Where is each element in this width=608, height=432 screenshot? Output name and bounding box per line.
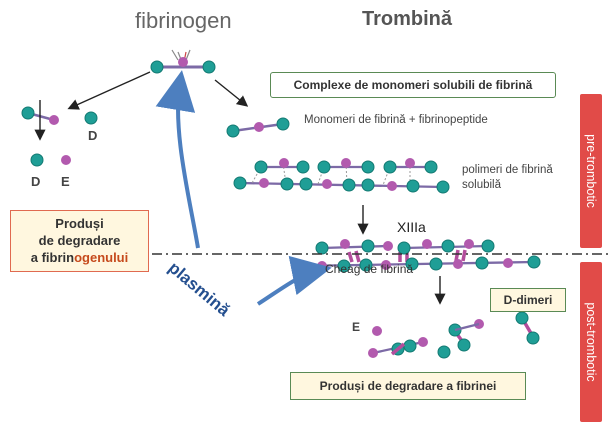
- box-d-dimers: D-dimeri: [490, 288, 566, 312]
- box-fibrin-degradation-products: Produși de degradare a fibrinei: [290, 372, 526, 400]
- box-soluble-monomer-complexes: Complexe de monomeri solubili de fibrină: [270, 72, 556, 98]
- arrow-to-monomers: [214, 79, 249, 107]
- label-factor-XIIIa: XIIIa: [397, 219, 426, 235]
- label-fibrin-clot: Cheag de fibrină: [325, 262, 414, 276]
- label-fragment-E-right: E: [352, 320, 361, 334]
- arrow-to-degradation: [67, 71, 151, 110]
- fgn-products-line3-prefix: a fibrin: [30, 250, 75, 265]
- fgn-products-line1: Produși: [55, 216, 104, 231]
- fibrin-fragments: [368, 311, 540, 359]
- label-fragment-D-bottom: D: [31, 174, 41, 189]
- fibrin-polymer-nodes: [233, 158, 450, 194]
- label-fragment-E-left: E: [61, 174, 70, 189]
- bar-post-label: post-trombotic: [584, 302, 598, 382]
- fibrin-monomer: [226, 117, 290, 138]
- fragment-DE-group: [21, 100, 98, 167]
- title-thrombin: Trombină: [362, 8, 453, 30]
- fibrinogen-molecule: [150, 49, 216, 74]
- label-fragment-D-top: D: [88, 128, 98, 143]
- bar-pre-label: pre-trombotic: [584, 134, 598, 208]
- label-fibrin-monomers: Monomeri de fibrină + fibrinopeptide: [304, 114, 488, 126]
- fgn-products-line3: a fibrinogenului: [11, 249, 148, 266]
- title-fibrinogen: fibrinogen: [135, 8, 232, 33]
- bar-post-thrombotic: post-trombotic: [580, 262, 602, 422]
- plasmin-arrow-up: [155, 70, 200, 249]
- fgn-products-line2: de degradare: [38, 233, 121, 248]
- fgn-products-line3-highlight: ogenului: [74, 250, 129, 265]
- box-fibrinogen-degradation-products: Produși de degradare a fibrinogenului: [10, 210, 149, 272]
- bar-pre-thrombotic: pre-trombotic: [580, 94, 602, 248]
- label-soluble-polymers: polimeri de fibrină solubilă: [462, 164, 553, 191]
- plasmin-arrow-right: [256, 255, 332, 306]
